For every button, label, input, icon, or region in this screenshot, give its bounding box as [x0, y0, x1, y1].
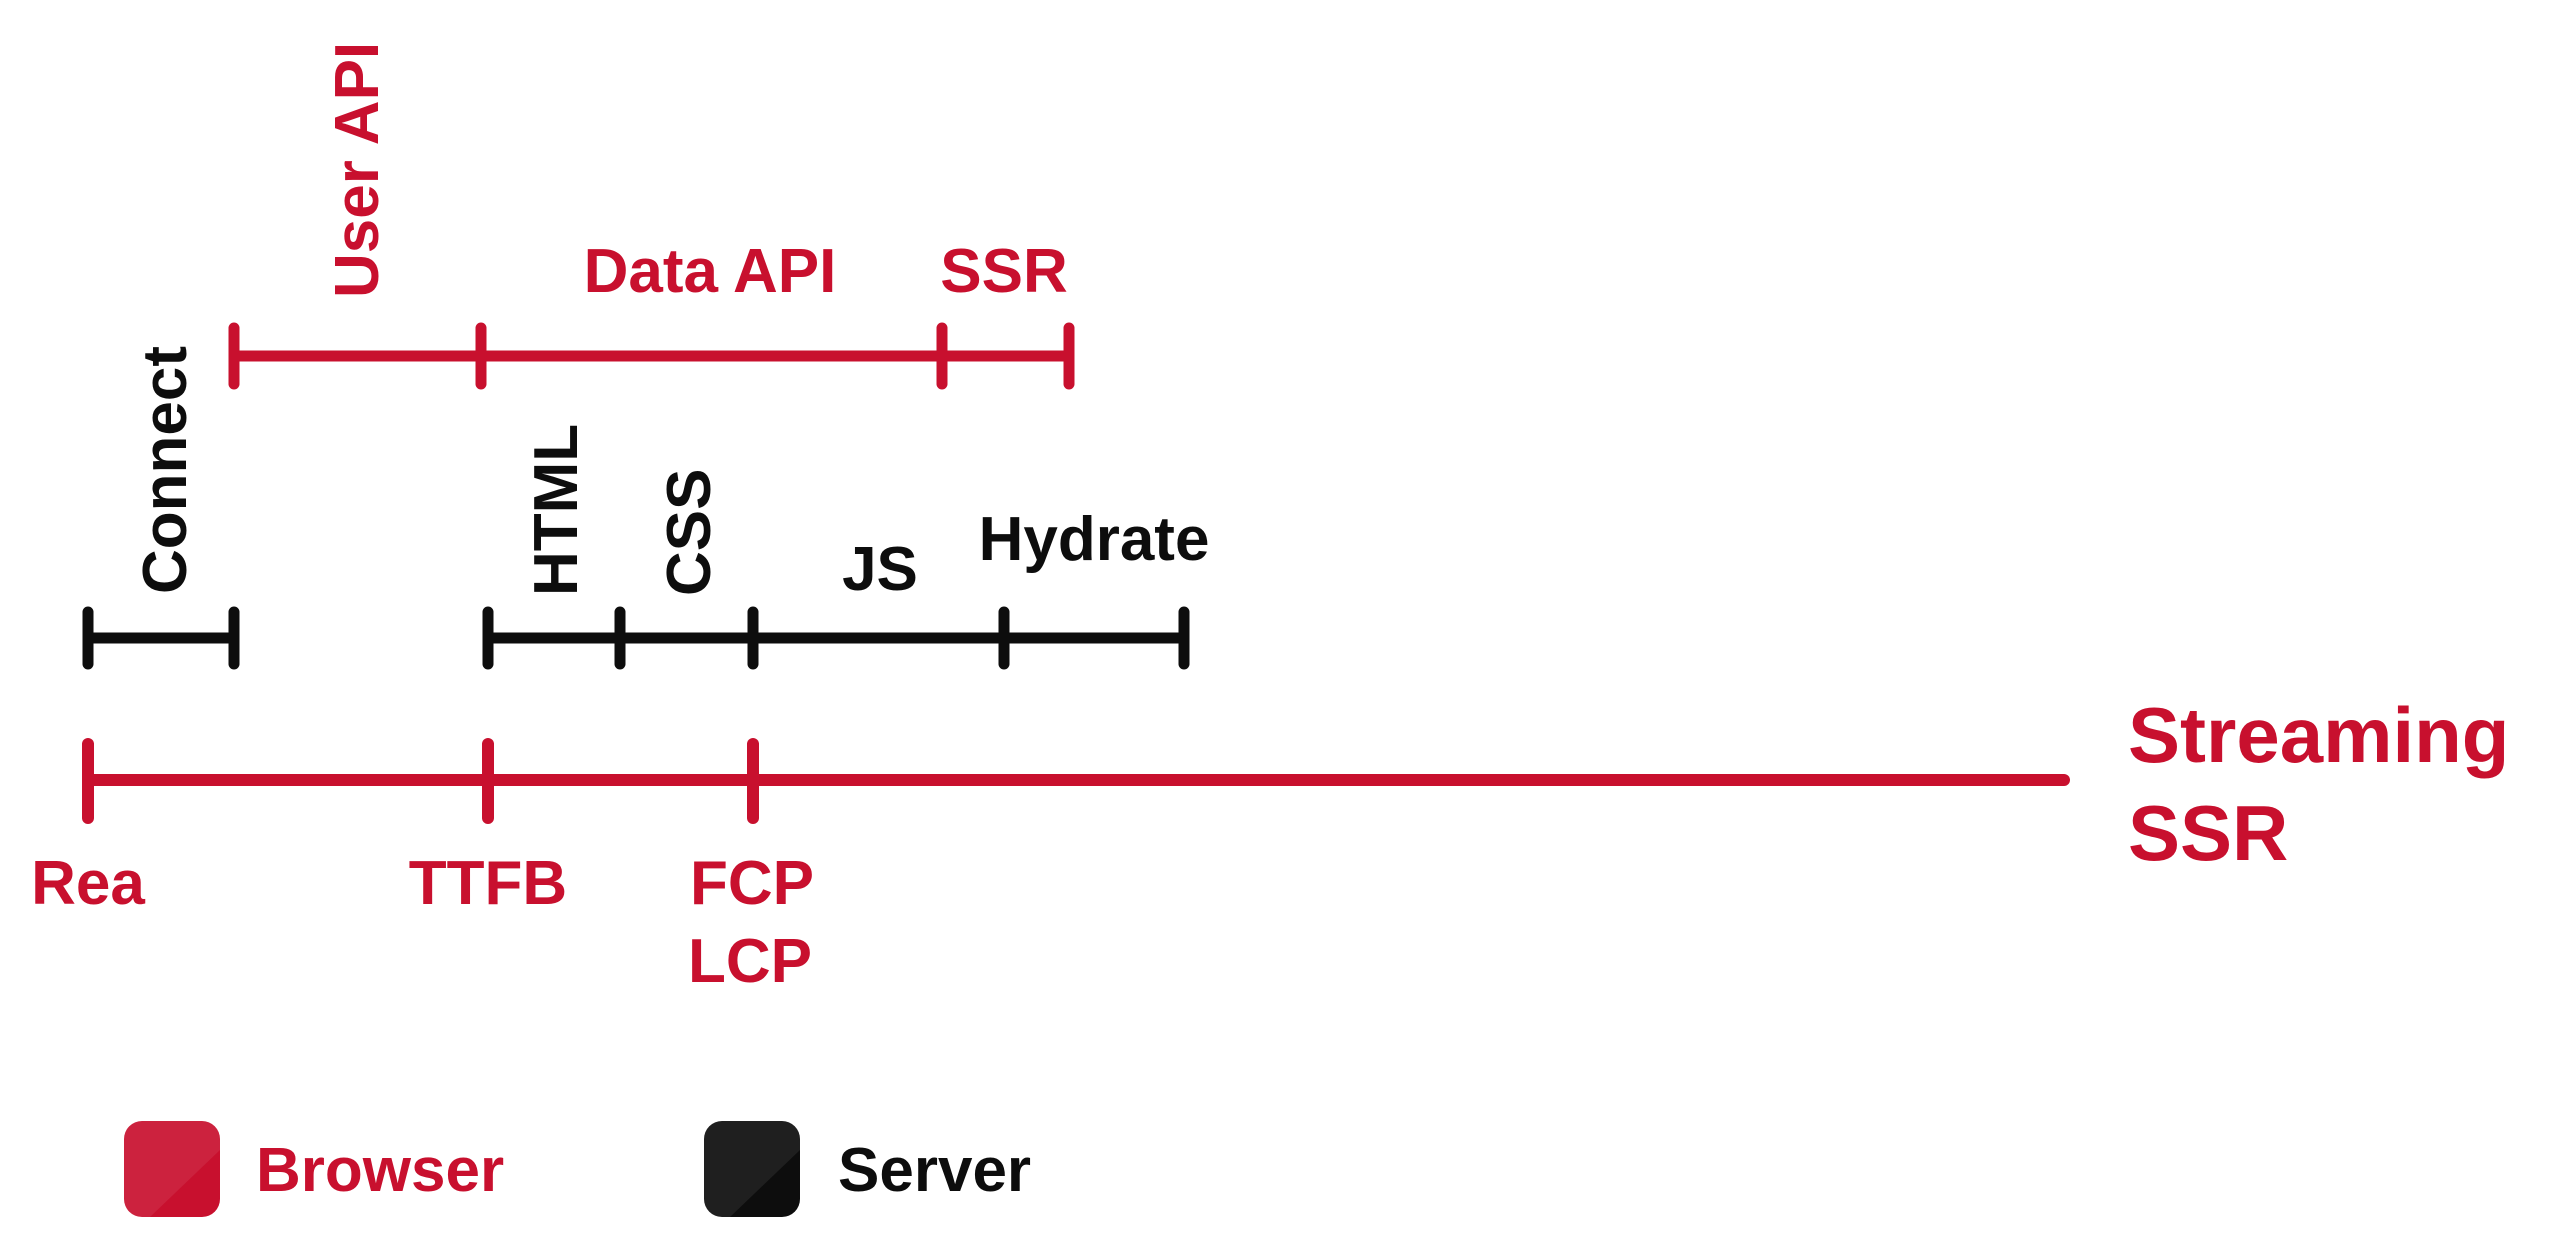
- server-track: [82, 606, 1190, 670]
- legend-item-server: Server: [704, 1121, 1031, 1217]
- main-timeline: [82, 738, 2070, 824]
- lcp-milestone-label: LCP: [688, 927, 812, 996]
- server-swatch-sheen: [704, 1121, 800, 1217]
- html-label: HTML: [522, 424, 591, 596]
- scenario-label-line2: SSR: [2128, 789, 2288, 877]
- request-milestone-label: Rea: [31, 849, 145, 918]
- data-api-label: Data API: [584, 237, 837, 306]
- legend-label-browser: Browser: [256, 1136, 504, 1205]
- connect-label: Connect: [131, 346, 200, 594]
- hydrate-label: Hydrate: [979, 505, 1210, 574]
- css-label: CSS: [655, 469, 724, 596]
- js-label: JS: [842, 535, 918, 604]
- server-swatch: [704, 1121, 800, 1217]
- user-api-label: User API: [323, 42, 392, 298]
- scenario-label-line1: Streaming: [2128, 691, 2509, 779]
- ttfb-milestone-label: TTFB: [409, 849, 567, 918]
- browser-swatch-sheen: [124, 1121, 220, 1217]
- legend-item-browser: Browser: [124, 1121, 504, 1217]
- ssr-segment-label: SSR: [940, 237, 1067, 306]
- legend: Browser Server: [124, 1121, 1031, 1217]
- browser-swatch: [124, 1121, 220, 1217]
- fcp-milestone-label: FCP: [690, 849, 814, 918]
- legend-label-server: Server: [838, 1136, 1031, 1205]
- browser-api-track: [228, 322, 1075, 390]
